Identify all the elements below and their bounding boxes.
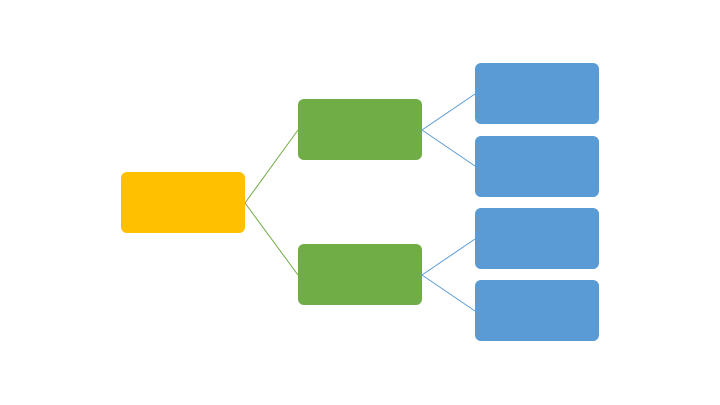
connector-root-to-branch-2 (244, 202, 299, 276)
connector-branch-2-to-leaf-4 (421, 274, 476, 312)
leaf-node-4 (475, 280, 599, 341)
connector-root-to-branch-1 (244, 129, 299, 204)
leaf-node-1 (475, 63, 599, 124)
leaf-node-2 (475, 136, 599, 197)
root-node (121, 172, 245, 233)
branch-node-1 (298, 99, 422, 160)
connector-branch-1-to-leaf-2 (421, 129, 476, 167)
connector-branch-2-to-leaf-3 (421, 238, 476, 276)
connector-branch-1-to-leaf-1 (421, 93, 476, 131)
leaf-node-3 (475, 208, 599, 269)
branch-node-2 (298, 244, 422, 305)
